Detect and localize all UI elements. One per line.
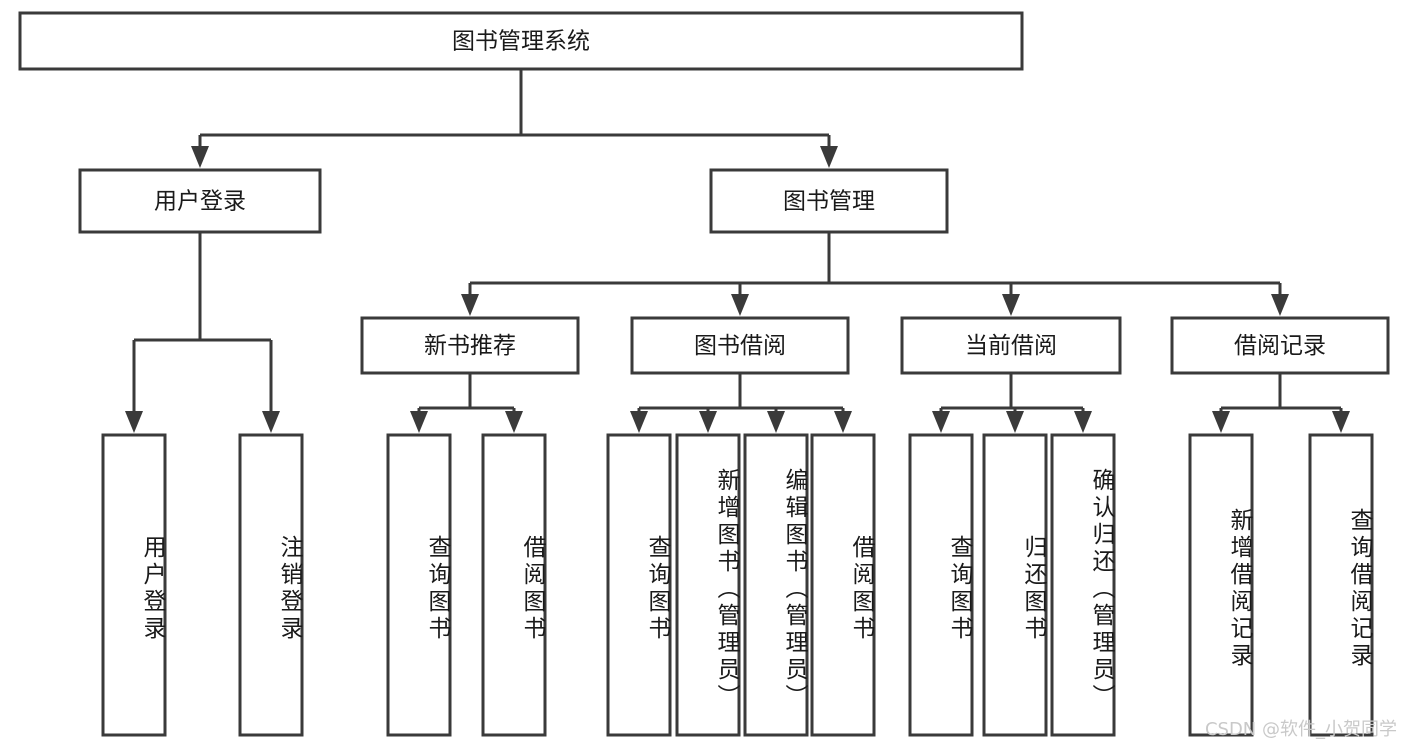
- arrow-head-icon: [699, 411, 717, 433]
- arrow-head-icon: [191, 146, 209, 168]
- arrow-head-icon: [731, 294, 749, 316]
- node-new-book-recommend-label: 新书推荐: [424, 333, 516, 359]
- node-user-login[interactable]: [78, 168, 322, 234]
- node-book-borrow[interactable]: [630, 316, 850, 375]
- arrow-head-icon: [630, 411, 648, 433]
- arrow-head-icon: [1332, 411, 1350, 433]
- node-book-management-label: 图书管理: [783, 189, 875, 215]
- node-book-borrow-label: 图书借阅: [694, 333, 786, 359]
- node-system-title[interactable]: [18, 11, 1024, 71]
- node-leaf-query-book-2[interactable]: [606, 433, 672, 737]
- node-system-title-label: 图书管理系统: [452, 29, 590, 55]
- node-leaf-return-book[interactable]: [982, 433, 1048, 737]
- node-leaf-user-login[interactable]: [101, 433, 167, 737]
- node-leaf-confirm-return[interactable]: [1050, 433, 1116, 737]
- node-leaf-edit-book[interactable]: [743, 433, 809, 737]
- node-user-login-label: 用户登录: [154, 189, 246, 215]
- node-leaf-logout[interactable]: [238, 433, 304, 737]
- node-book-management[interactable]: [709, 168, 949, 234]
- arrow-head-icon: [1212, 411, 1230, 433]
- node-leaf-query-book-3[interactable]: [908, 433, 974, 737]
- arrow-head-icon: [410, 411, 428, 433]
- node-leaf-borrow-book-1[interactable]: [481, 433, 547, 737]
- arrow-head-icon: [461, 294, 479, 316]
- arrow-head-icon: [767, 411, 785, 433]
- node-new-book-recommend[interactable]: [360, 316, 580, 375]
- node-current-borrow[interactable]: [900, 316, 1122, 375]
- arrow-head-icon: [505, 411, 523, 433]
- node-leaf-query-record[interactable]: [1308, 433, 1374, 737]
- node-leaf-add-book[interactable]: [675, 433, 741, 737]
- node-leaf-query-book-1[interactable]: [386, 433, 452, 737]
- node-current-borrow-label: 当前借阅: [965, 333, 1057, 359]
- arrow-head-icon: [820, 146, 838, 168]
- arrow-head-icon: [1074, 411, 1092, 433]
- arrow-head-icon: [1271, 294, 1289, 316]
- arrow-head-icon: [1002, 294, 1020, 316]
- arrow-head-icon: [932, 411, 950, 433]
- node-borrow-record[interactable]: [1170, 316, 1390, 375]
- node-leaf-borrow-book-2[interactable]: [810, 433, 876, 737]
- node-leaf-add-record[interactable]: [1188, 433, 1254, 737]
- arrow-head-icon: [262, 411, 280, 433]
- arrow-head-icon: [125, 411, 143, 433]
- arrow-head-icon: [1006, 411, 1024, 433]
- connector-lines-group: [125, 69, 1350, 433]
- node-borrow-record-label: 借阅记录: [1234, 333, 1326, 359]
- arrow-head-icon: [834, 411, 852, 433]
